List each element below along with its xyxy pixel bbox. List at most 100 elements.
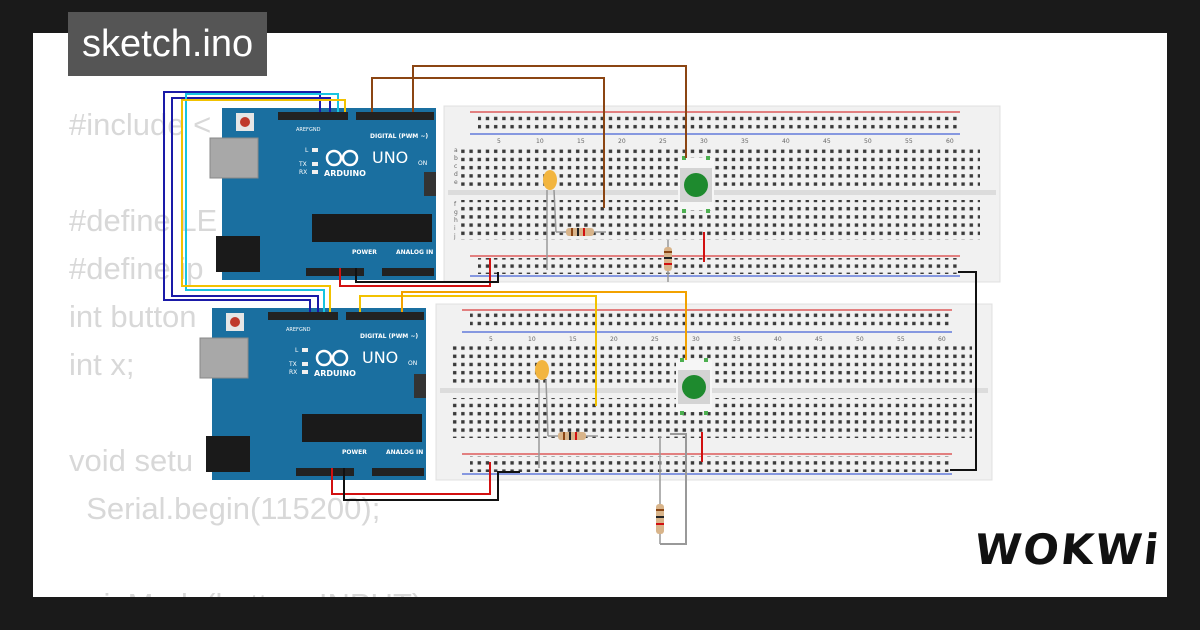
reset-button[interactable]: [230, 317, 240, 327]
column-number: 35: [733, 336, 741, 343]
column-number: 50: [856, 336, 864, 343]
row-letter: a: [454, 147, 458, 154]
power-label: POWER: [352, 249, 377, 256]
column-number: 55: [897, 336, 905, 343]
power-jack: [216, 236, 260, 272]
usb-port: [199, 337, 249, 379]
code-line: pinMode(button, INPUT);: [69, 581, 431, 597]
power-jack: [206, 436, 250, 472]
on-label: ON: [418, 160, 427, 167]
on-label: ON: [408, 360, 417, 367]
tx-label: TX: [298, 161, 307, 168]
code-line: #include <: [69, 107, 212, 142]
wire-yellow[interactable]: [359, 295, 597, 406]
reset-button[interactable]: [240, 117, 250, 127]
led-bottom[interactable]: [535, 360, 549, 468]
sketch-title: sketch.ino: [68, 12, 268, 76]
column-number: 40: [774, 336, 782, 343]
wire-brown[interactable]: [371, 77, 605, 208]
digital-label: DIGITAL (PWM ~): [360, 333, 418, 340]
wire-black[interactable]: [343, 468, 520, 501]
column-number: 55: [905, 138, 913, 145]
wire-yellow[interactable]: [181, 99, 346, 312]
tx-label: TX: [288, 361, 297, 368]
arduino-infinity-logo: [325, 149, 359, 167]
usb-port: [209, 137, 259, 179]
wire-brown[interactable]: [412, 65, 687, 158]
analog-label: ANALOG IN: [386, 449, 423, 456]
resistor-bottom: [548, 432, 598, 440]
row-letter: b: [454, 155, 458, 162]
code-line: #define ip: [69, 251, 204, 286]
wire-orange[interactable]: [401, 291, 687, 360]
microcontroller-chip: [302, 414, 422, 442]
wire-blue[interactable]: [163, 91, 321, 312]
column-number: 60: [946, 138, 954, 145]
code-line: void setu: [69, 443, 194, 478]
row-letter: h: [454, 217, 458, 224]
aref-label: AREF: [296, 127, 309, 133]
wire-red[interactable]: [339, 258, 491, 287]
power-label: POWER: [342, 449, 367, 456]
wire-black[interactable]: [950, 271, 977, 471]
row-letter: c: [454, 163, 457, 170]
column-number: 20: [618, 138, 626, 145]
wire-gray[interactable]: [660, 433, 687, 545]
row-letter: j: [453, 233, 456, 240]
column-number: 20: [610, 336, 618, 343]
column-number: 5: [497, 138, 501, 145]
column-number: 25: [651, 336, 659, 343]
column-number: 40: [782, 138, 790, 145]
column-number: 30: [700, 138, 708, 145]
wire-black[interactable]: [355, 268, 499, 283]
l-label: L: [305, 147, 309, 154]
column-number: 45: [815, 336, 823, 343]
arduino-uno-top: AREF GND DIGITAL (PWM ~) L TX RX UNO ARD…: [209, 108, 436, 280]
column-number: 45: [823, 138, 831, 145]
row-letter: e: [454, 179, 458, 186]
wire-cyan[interactable]: [185, 93, 339, 312]
resistor-top: [556, 228, 606, 236]
arduino-infinity-logo: [315, 349, 349, 367]
resistor-bottom-pulldown: [656, 436, 664, 544]
rx-label: RX: [299, 169, 307, 176]
wire-red[interactable]: [331, 462, 491, 495]
led-top[interactable]: [543, 170, 557, 270]
wokwi-logo: WOKWi: [972, 525, 1163, 574]
column-number: 50: [864, 138, 872, 145]
breadboard-top: 5 10 15 20 25 30 35 40 45 50 55 60 a b c…: [443, 105, 1001, 283]
code-line: int x;: [69, 347, 135, 382]
column-number: 30: [692, 336, 700, 343]
row-letter: i: [454, 225, 456, 232]
row-letter: d: [454, 171, 458, 178]
column-number: 5: [489, 336, 493, 343]
code-line: Serial.begin(115200);: [69, 491, 381, 526]
pushbutton-bottom[interactable]: [676, 358, 712, 415]
breadboard-bottom: 5 10 15 20 25 30 35 40 45 50 55 60: [435, 303, 993, 481]
column-number: 15: [569, 336, 577, 343]
row-letter: f: [454, 201, 457, 208]
l-label: L: [295, 347, 299, 354]
wires: [163, 65, 977, 545]
digital-label: DIGITAL (PWM ~): [370, 133, 428, 140]
board-brand: ARDUINO: [314, 369, 356, 378]
board-model: UNO: [362, 348, 398, 367]
aref-label: AREF: [286, 327, 299, 333]
microcontroller-chip: [312, 214, 432, 242]
board-model: UNO: [372, 148, 408, 167]
arduino-uno-bottom: AREF GND DIGITAL (PWM ~) L TX RX UNO ARD…: [199, 308, 426, 480]
board-brand: ARDUINO: [324, 169, 366, 178]
gnd-label: GND: [309, 127, 321, 133]
pushbutton-top[interactable]: [678, 156, 714, 213]
code-line: int button: [69, 299, 197, 334]
column-number: 60: [938, 336, 946, 343]
column-number: 15: [577, 138, 585, 145]
column-number: 35: [741, 138, 749, 145]
resistor-top-pulldown: [664, 240, 672, 282]
column-number: 10: [536, 138, 544, 145]
column-number: 10: [528, 336, 536, 343]
column-number: 25: [659, 138, 667, 145]
gnd-label: GND: [299, 327, 311, 333]
rx-label: RX: [289, 369, 297, 376]
